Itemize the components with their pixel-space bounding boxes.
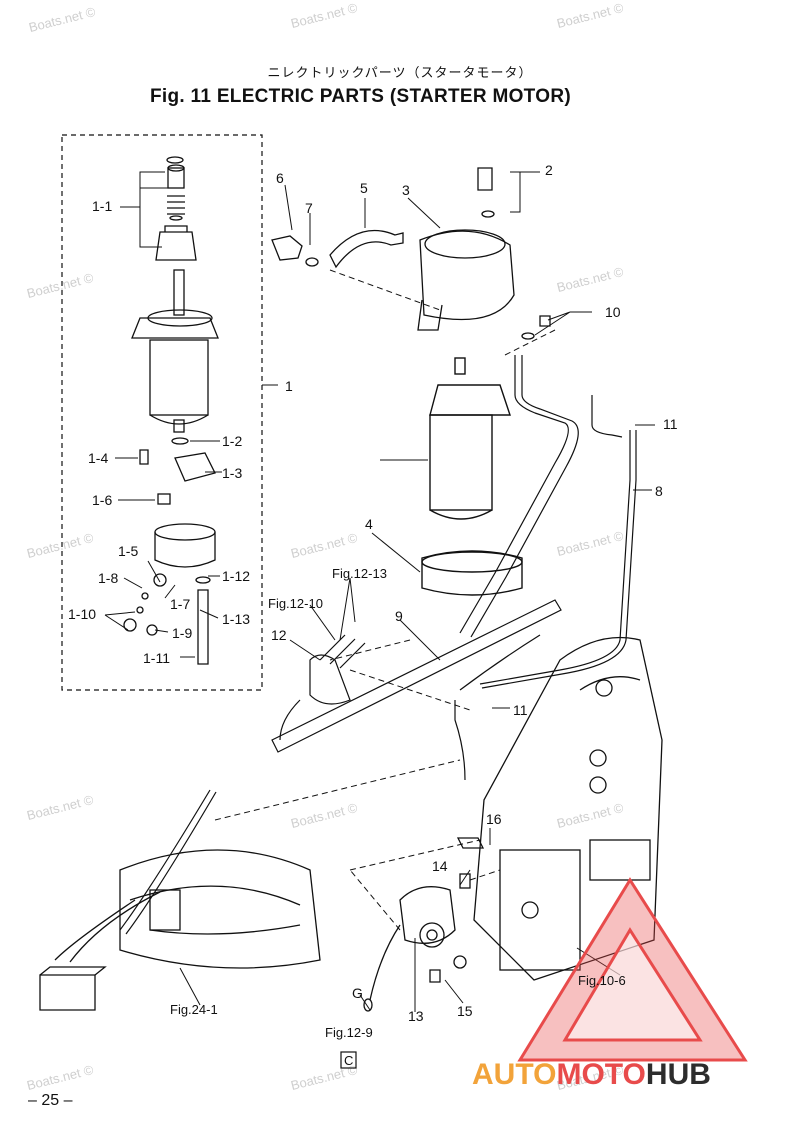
logo-part-auto: AUTO (472, 1058, 557, 1091)
logo-part-hub: HUB (645, 1058, 711, 1091)
figure-title: Fig. 11 ELECTRIC PARTS (STARTER MOTOR) (150, 86, 571, 107)
part-label: 16 (486, 811, 502, 827)
part-label: 15 (457, 1003, 473, 1019)
part-label: 11 (663, 416, 678, 432)
title-japanese: ニレクトリックパーツ（スタータモータ） (267, 65, 533, 80)
lower-cowling (39, 849, 321, 1011)
part-label: 1-12 (222, 568, 251, 584)
part-label: 5 (360, 180, 368, 196)
part-label: 3 (402, 182, 410, 198)
logo-part-moto: MOTO (556, 1058, 646, 1091)
part-label: 1-10 (68, 606, 97, 622)
part-label: 11 (513, 702, 528, 718)
part-label: G (352, 985, 363, 1001)
part-label: 2 (545, 162, 553, 178)
figure-reference: Fig.10-6 (578, 973, 626, 988)
part-label: 1 (285, 378, 293, 394)
exploded-view-box (61, 134, 263, 691)
logo-triangle-icon (517, 877, 748, 1062)
part-label: 4 (365, 516, 373, 532)
guide-lines (214, 269, 556, 931)
page-number: – 25 – (28, 1092, 73, 1109)
part-label: 12 (271, 627, 287, 643)
part-label: 10 (605, 304, 621, 320)
part-label: 9 (395, 608, 403, 624)
part-label: 1-4 (88, 450, 109, 466)
cables (119, 355, 637, 935)
part-label: 1-7 (170, 596, 191, 612)
part-label: 14 (432, 858, 448, 874)
bracket-parts (271, 167, 551, 340)
part-label: 8 (655, 483, 663, 499)
part-label: 1-2 (222, 433, 243, 449)
figure-reference: Fig.12-13 (332, 566, 387, 581)
exploded-starter-parts (123, 156, 219, 665)
part-label: 1-5 (118, 543, 139, 559)
marker-box (340, 1051, 357, 1069)
starter-motor (421, 357, 523, 596)
electrical-box (473, 636, 663, 981)
part-label: 6 (276, 170, 284, 186)
part-label: 1-1 (92, 198, 113, 214)
leader-lines (104, 171, 655, 1012)
figure-reference: Fig.12-10 (268, 596, 323, 611)
part-label: 1-9 (172, 625, 193, 641)
part-label: 1-6 (92, 492, 113, 508)
part-label: 7 (305, 200, 313, 216)
autmotohub-logo: AUTOMOTOHUB (472, 1058, 711, 1092)
marker-box-label: C (344, 1053, 354, 1068)
figure-reference: Fig.12-9 (325, 1025, 373, 1040)
part-label: 1-11 (143, 650, 170, 666)
part-label: 1-13 (222, 611, 251, 627)
figure-reference: Fig.24-1 (170, 1002, 218, 1017)
part-label: 1-8 (98, 570, 119, 586)
solenoid (363, 837, 485, 1012)
part-label: 1-3 (222, 465, 243, 481)
part-label: 13 (408, 1008, 424, 1024)
